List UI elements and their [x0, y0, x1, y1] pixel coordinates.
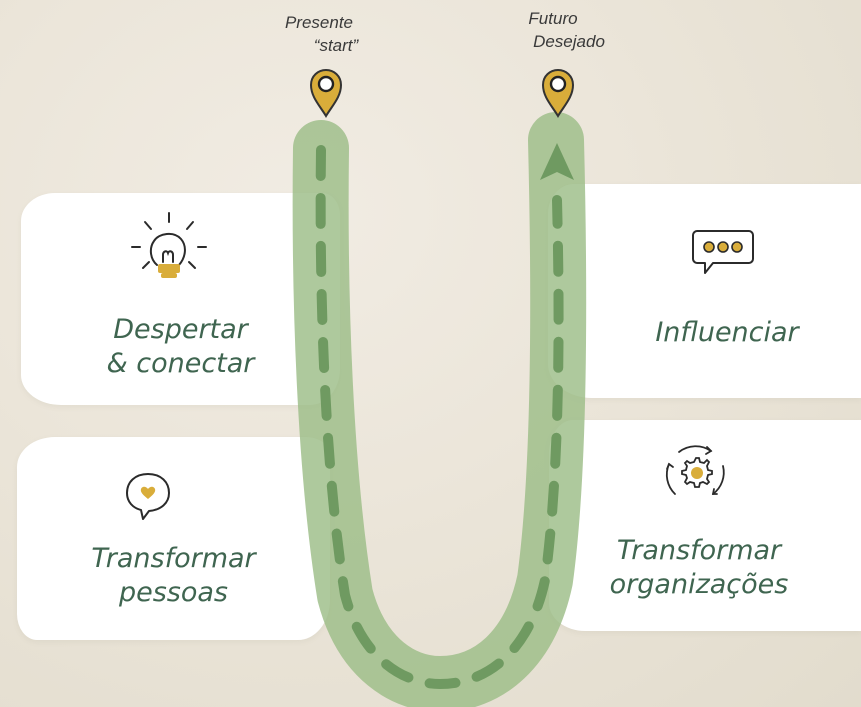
- card-label: Influenciar: [593, 316, 861, 350]
- start-label-line: “start”: [313, 36, 359, 55]
- end-label: Futuro Desejado: [505, 7, 615, 53]
- arrowhead-icon: [540, 143, 574, 180]
- card-label-line: Transformar: [91, 543, 256, 574]
- lightbulb-icon: [131, 212, 207, 278]
- card-transformar-pessoas: Transformar pessoas: [17, 437, 330, 640]
- card-label-line: pessoas: [118, 576, 228, 608]
- card-influenciar: Influenciar: [548, 184, 861, 398]
- card-label-line: & conectar: [106, 347, 255, 379]
- card-label-line: Influenciar: [655, 317, 799, 348]
- card-label-line: organizações: [609, 568, 789, 600]
- chat-dots-icon: [692, 230, 754, 274]
- gear-cycle-icon: [665, 445, 725, 495]
- heart-speech-bubble-icon: [126, 473, 170, 520]
- card-despertar-conectar: Despertar & conectar: [21, 193, 340, 405]
- map-pin-icon: [541, 68, 575, 118]
- card-label-line: Despertar: [113, 314, 248, 345]
- end-label-line: Futuro: [528, 9, 578, 28]
- end-label-line: Desejado: [533, 32, 605, 51]
- card-transformar-organizacoes: Transformar organizações: [549, 420, 861, 631]
- map-pin-icon: [309, 68, 343, 118]
- path-dashes: [315, 145, 564, 690]
- card-label: Transformar pessoas: [17, 542, 330, 610]
- card-label: Despertar & conectar: [21, 313, 340, 381]
- card-label: Transformar organizações: [537, 534, 861, 602]
- path-band: [292, 112, 587, 707]
- start-label: Presente “start”: [268, 11, 378, 57]
- card-label-line: Transformar: [616, 535, 782, 566]
- start-label-line: Presente: [284, 13, 354, 32]
